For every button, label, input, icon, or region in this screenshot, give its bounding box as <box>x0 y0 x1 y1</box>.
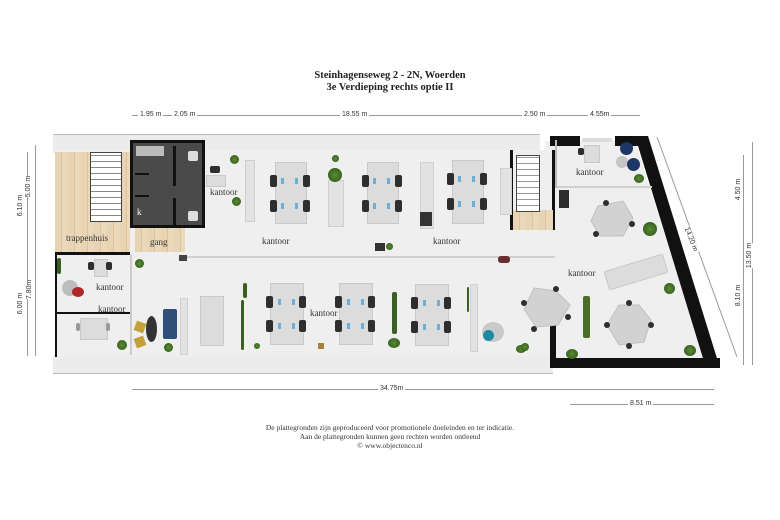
hex-table-top <box>590 200 635 237</box>
copyright: © www.objectenco.nl <box>357 441 423 450</box>
label-kantoor-small-top: kantoor <box>210 187 238 197</box>
label-kantoor-bottom-center: kantoor <box>310 308 338 318</box>
disclaimer-line-1: De plattegronden zijn geproduceerd voor … <box>265 423 515 432</box>
label-kantoor-center-left: kantoor <box>262 236 290 246</box>
label-kantoor-center-right: kantoor <box>433 236 461 246</box>
label-kantoor-right-top: kantoor <box>576 167 604 177</box>
dim-left-outer-2: 6.00 m <box>17 292 25 315</box>
hex-table-right <box>604 300 654 349</box>
disclaimer-line-2: Aan de plattegronden kunnen geen rechten… <box>299 432 481 441</box>
label-k: k <box>137 207 142 217</box>
dim-bottom-total: 34.75m <box>378 385 406 392</box>
dim-left-outer-1: 6.10 m <box>17 194 25 217</box>
label-trappenhuis: trappenhuis <box>66 233 108 243</box>
label-kantoor-right-main: kantoor <box>568 268 596 278</box>
staircase <box>90 152 122 222</box>
label-kantoor-left-lower: kantoor <box>98 304 126 314</box>
plan-floor-title: 3e Verdieping rechts optie II <box>326 82 454 93</box>
dim-bottom-right: 8.51 m <box>628 400 654 407</box>
plan-address: Steinhagenseweg 2 - 2N, Woerden <box>314 70 466 81</box>
toilet-block <box>130 140 205 228</box>
teal-stool <box>483 330 494 341</box>
dim-top-1: 1.95 m <box>138 111 164 118</box>
dim-top-3: 18.55 m <box>340 111 370 118</box>
dim-left-inner-1: 5.00 m <box>25 175 33 198</box>
label-kantoor-left-upper: kantoor <box>96 282 124 292</box>
dim-right-outer: 13.50 m <box>746 242 754 269</box>
staircase-right <box>516 155 540 212</box>
sofa <box>163 309 177 339</box>
corridor-floor <box>135 228 185 252</box>
label-gang: gang <box>150 237 168 247</box>
dim-top-4: 2.50 m <box>522 111 548 118</box>
dim-top-5: 4.55m <box>588 111 612 118</box>
hex-table-left <box>521 286 571 332</box>
dim-left-inner-2: 7.80m <box>26 279 34 300</box>
dim-top-2: 2.05 m <box>172 111 198 118</box>
